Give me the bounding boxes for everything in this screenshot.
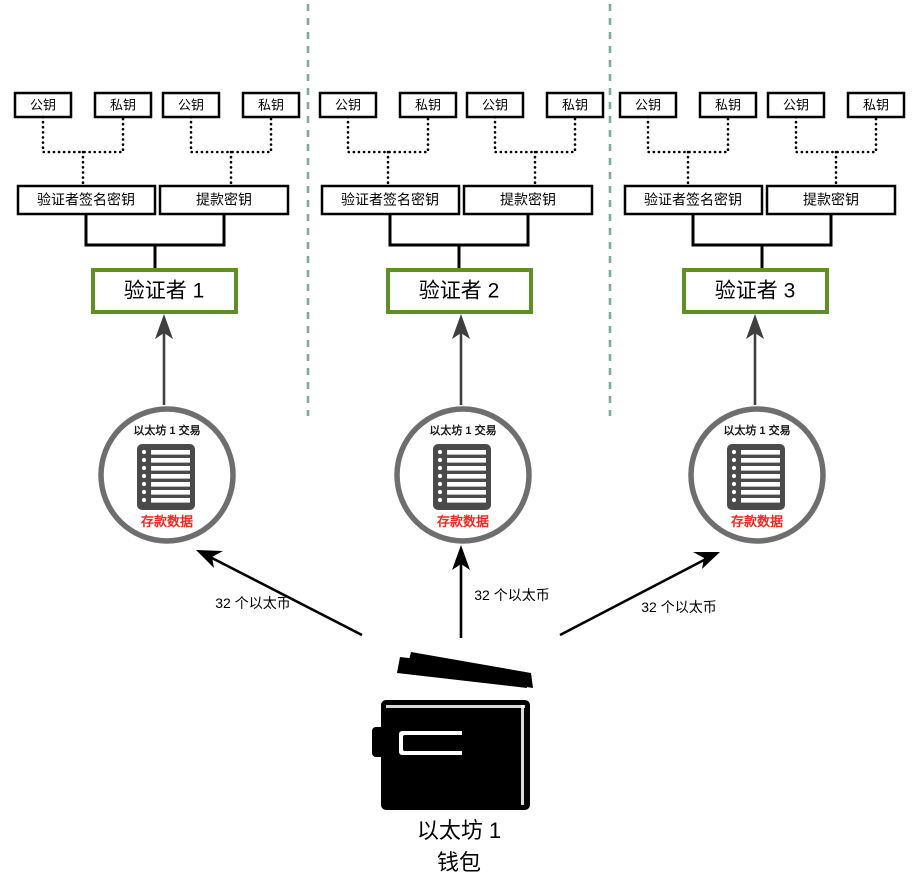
deposit-arrow-label: 32 个以太币 bbox=[474, 587, 549, 603]
deposit-arrow-1: 32 个以太币 bbox=[196, 550, 363, 637]
key-box-private-2: 私钥 bbox=[846, 91, 906, 119]
wallet-icon bbox=[372, 652, 533, 810]
deposit-data-icon bbox=[137, 444, 195, 510]
derived-key-label: 提款密钥 bbox=[803, 192, 859, 208]
key-connector-withdrawal bbox=[189, 115, 273, 188]
key-connector-withdrawal bbox=[493, 115, 577, 188]
derived-key-box-withdrawal: 提款密钥 bbox=[158, 184, 290, 216]
key-connector-signing bbox=[646, 115, 730, 188]
validator-connector bbox=[84, 214, 226, 270]
transaction-circle-2: 以太坊 1 交易 bbox=[394, 406, 532, 544]
transaction-circle-1: 以太坊 1 交易 bbox=[98, 406, 236, 544]
key-box-label: 私钥 bbox=[562, 97, 588, 112]
derived-key-label: 验证者签名密钥 bbox=[644, 192, 742, 208]
key-box-private-2: 私钥 bbox=[241, 91, 301, 119]
key-connector-signing bbox=[41, 115, 125, 188]
transaction-top-label: 以太坊 1 交易 bbox=[429, 423, 496, 437]
derived-key-label: 验证者签名密钥 bbox=[37, 192, 135, 208]
key-box-private-2: 私钥 bbox=[545, 91, 605, 119]
key-connector-signing bbox=[346, 115, 430, 188]
deposit-arrow-3: 32 个以太币 bbox=[559, 552, 720, 637]
key-box-public-2: 公钥 bbox=[465, 91, 525, 119]
deposit-data-label: 存款数据 bbox=[437, 514, 489, 529]
key-box-label: 公钥 bbox=[178, 97, 204, 112]
deposit-data-label: 存款数据 bbox=[141, 514, 193, 529]
key-box-label: 私钥 bbox=[715, 97, 741, 112]
derived-key-box-signing: 验证者签名密钥 bbox=[16, 184, 157, 216]
key-box-private-1: 私钥 bbox=[93, 91, 153, 119]
wallet-label-line2: 钱包 bbox=[437, 850, 481, 875]
key-box-label: 私钥 bbox=[863, 97, 889, 112]
validator-box-3: 验证者 3 bbox=[682, 268, 829, 314]
derived-key-label: 提款密钥 bbox=[196, 192, 252, 208]
key-box-label: 公钥 bbox=[30, 97, 56, 112]
deposit-arrow-label: 32 个以太币 bbox=[641, 599, 716, 615]
transaction-to-validator-arrow bbox=[452, 314, 470, 405]
key-connector-withdrawal bbox=[794, 115, 878, 188]
key-box-public-2: 公钥 bbox=[161, 91, 221, 119]
key-box-private-1: 私钥 bbox=[698, 91, 758, 119]
key-box-public-2: 公钥 bbox=[766, 91, 826, 119]
key-box-label: 私钥 bbox=[110, 97, 136, 112]
key-box-label: 公钥 bbox=[635, 97, 661, 112]
deposit-data-label: 存款数据 bbox=[731, 514, 783, 529]
derived-key-box-withdrawal: 提款密钥 bbox=[462, 184, 594, 216]
validator-label: 验证者 2 bbox=[419, 280, 500, 303]
derived-key-box-signing: 验证者签名密钥 bbox=[320, 184, 461, 216]
deposit-arrow-label: 32 个以太币 bbox=[215, 595, 290, 611]
wallet-label-line1: 以太坊 1 bbox=[417, 818, 501, 843]
derived-key-label: 提款密钥 bbox=[500, 192, 556, 208]
transaction-circle-3: 以太坊 1 交易 bbox=[688, 406, 826, 544]
key-box-private-1: 私钥 bbox=[398, 91, 458, 119]
column-1: 公钥 私钥 公钥 私钥 验证者签名密钥 bbox=[13, 91, 363, 637]
column-3: 公钥 私钥 公钥 私钥 验证者签名密钥 提款密钥 bbox=[559, 91, 906, 637]
key-box-label: 公钥 bbox=[482, 97, 508, 112]
key-box-public-1: 公钥 bbox=[618, 91, 678, 119]
transaction-top-label: 以太坊 1 交易 bbox=[133, 423, 200, 437]
key-box-label: 公钥 bbox=[335, 97, 361, 112]
deposit-arrow-2: 32 个以太币 bbox=[452, 545, 550, 638]
deposit-data-icon bbox=[433, 444, 491, 510]
key-box-public-1: 公钥 bbox=[318, 91, 378, 119]
transaction-top-label: 以太坊 1 交易 bbox=[723, 423, 790, 437]
validator-box-1: 验证者 1 bbox=[91, 268, 238, 314]
validator-connector bbox=[691, 214, 833, 270]
validator-label: 验证者 1 bbox=[124, 280, 205, 303]
deposit-data-icon bbox=[727, 444, 785, 510]
transaction-to-validator-arrow bbox=[746, 314, 764, 405]
derived-key-box-signing: 验证者签名密钥 bbox=[623, 184, 764, 216]
derived-key-label: 验证者签名密钥 bbox=[341, 192, 439, 208]
column-2: 公钥 私钥 公钥 私钥 验证者签名密钥 提款密钥 bbox=[318, 91, 605, 638]
transaction-to-validator-arrow bbox=[155, 314, 173, 405]
key-box-label: 私钥 bbox=[258, 97, 284, 112]
key-box-label: 私钥 bbox=[415, 97, 441, 112]
key-box-label: 公钥 bbox=[783, 97, 809, 112]
key-box-public-1: 公钥 bbox=[13, 91, 73, 119]
derived-key-box-withdrawal: 提款密钥 bbox=[765, 184, 897, 216]
validator-label: 验证者 3 bbox=[715, 280, 796, 303]
validator-box-2: 验证者 2 bbox=[386, 268, 533, 314]
validator-connector bbox=[388, 214, 530, 270]
